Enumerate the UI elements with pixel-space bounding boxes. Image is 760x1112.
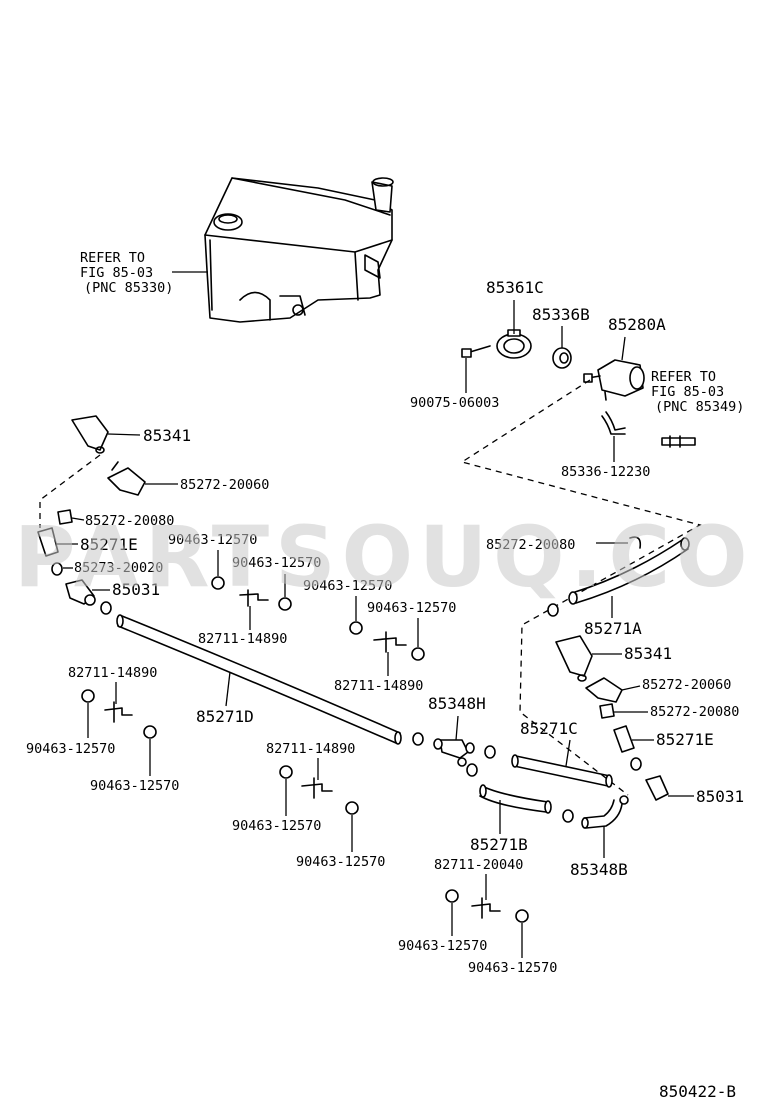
- label-85336B: 85336B: [532, 305, 590, 324]
- refer-pump-line1: REFER TO: [651, 369, 716, 385]
- label-85361C: 85361C: [486, 278, 544, 297]
- refer-pump-line3: (PNC 85349): [655, 399, 744, 415]
- label-85271A: 85271A: [584, 619, 642, 638]
- label-90463-e: 90463-12570: [26, 741, 115, 757]
- label-85348H: 85348H: [428, 694, 486, 713]
- grommet-a[interactable]: [412, 732, 424, 746]
- right-nozzle-group[interactable]: [555, 635, 669, 801]
- label-85271B: 85271B: [470, 835, 528, 854]
- clip-group-3[interactable]: [81, 689, 157, 739]
- hose-85271D[interactable]: [116, 614, 402, 745]
- label-90075-06003: 90075-06003: [410, 395, 499, 411]
- elbow-85348B[interactable]: [581, 795, 629, 829]
- refer-tank-line2: FIG 85-03: [80, 265, 153, 281]
- washer-tank[interactable]: [204, 177, 394, 323]
- left-nozzle-group[interactable]: [37, 415, 146, 615]
- label-85341-left: 85341: [143, 426, 191, 445]
- label-85271E-right: 85271E: [656, 730, 714, 749]
- label-90463-c: 90463-12570: [303, 578, 392, 594]
- refer-tank-note: REFER TO FIG 85-03 (PNC 85330): [80, 250, 208, 296]
- label-85348B: 85348B: [570, 860, 628, 879]
- label-90463-j: 90463-12570: [468, 960, 557, 976]
- label-90463-i: 90463-12570: [398, 938, 487, 954]
- label-82711-b: 82711-14890: [334, 678, 423, 694]
- label-85271D: 85271D: [196, 707, 254, 726]
- label-90463-a: 90463-12570: [168, 532, 257, 548]
- refer-tank-line1: REFER TO: [80, 250, 145, 266]
- clip-group-5[interactable]: [445, 889, 529, 923]
- clip-group-2[interactable]: [349, 621, 425, 661]
- clip-group-1[interactable]: [211, 576, 292, 611]
- label-85272-20080-right2: 85272-20080: [650, 704, 739, 720]
- figure-id: 850422-B: [659, 1082, 736, 1101]
- label-85271E-left: 85271E: [80, 535, 138, 554]
- label-85271C: 85271C: [520, 719, 578, 738]
- label-90463-g: 90463-12570: [232, 818, 321, 834]
- label-85336-12230: 85336-12230: [561, 464, 650, 480]
- label-85341-right: 85341: [624, 644, 672, 663]
- tee-85348H[interactable]: [433, 738, 496, 777]
- label-82711-d: 82711-14890: [266, 741, 355, 757]
- label-90463-h: 90463-12570: [296, 854, 385, 870]
- hose-85271B[interactable]: [479, 784, 574, 823]
- label-85272-20080-left: 85272-20080: [85, 513, 174, 529]
- label-85272-20080-right: 85272-20080: [486, 537, 575, 553]
- label-90463-d: 90463-12570: [367, 600, 456, 616]
- label-85273-20020: 85273-20020: [74, 560, 163, 576]
- label-82711-c: 82711-14890: [68, 665, 157, 681]
- label-85272-20060-left: 85272-20060: [180, 477, 269, 493]
- label-90463-f: 90463-12570: [90, 778, 179, 794]
- hose-85271A[interactable]: [547, 536, 690, 617]
- hose-85271C[interactable]: [511, 754, 613, 788]
- label-85031-right: 85031: [696, 787, 744, 806]
- label-82711-a: 82711-14890: [198, 631, 287, 647]
- label-85031-left: 85031: [112, 580, 160, 599]
- label-82711-20040: 82711-20040: [434, 857, 523, 873]
- label-85280A: 85280A: [608, 315, 666, 334]
- clip-group-4[interactable]: [279, 765, 359, 815]
- refer-pump-line2: FIG 85-03: [651, 384, 724, 400]
- watermark: PARTSOUQ.COM: [14, 508, 760, 606]
- label-90463-b: 90463-12570: [232, 555, 321, 571]
- label-85272-20060-right: 85272-20060: [642, 677, 731, 693]
- refer-tank-line3: (PNC 85330): [84, 280, 173, 296]
